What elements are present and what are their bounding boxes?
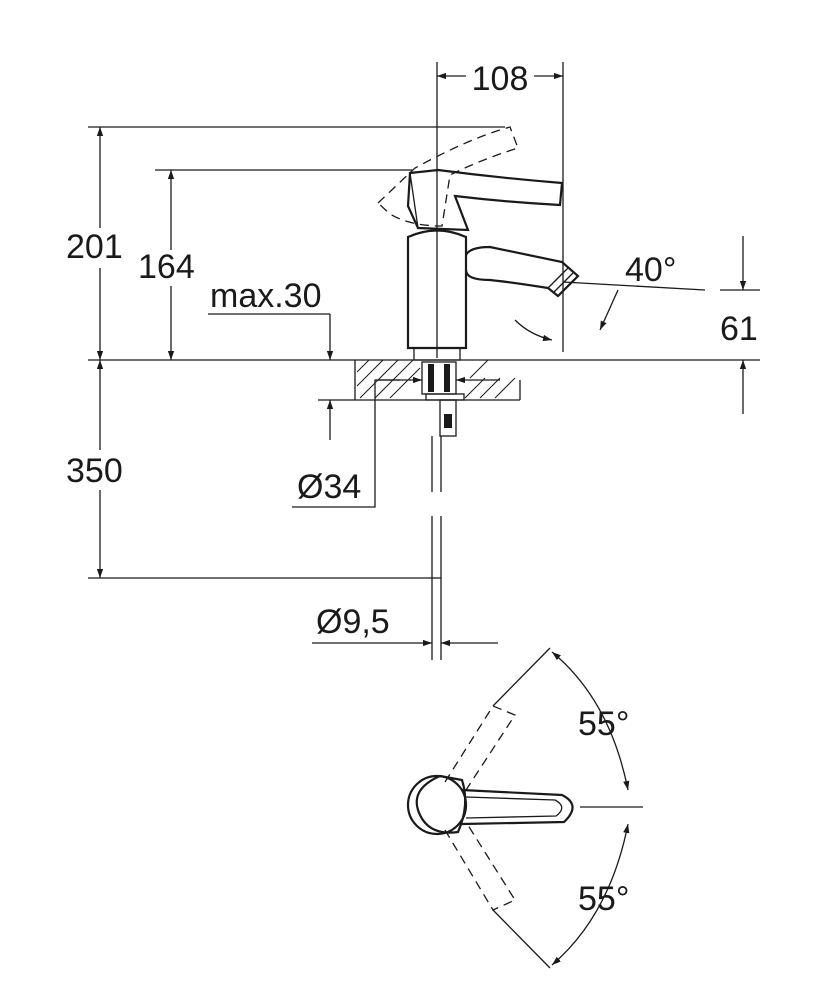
- dimension-width-top-label: 108: [472, 60, 529, 98]
- dimension-height-body: 164: [138, 169, 412, 360]
- dimension-width-top: 108: [436, 60, 564, 358]
- dimension-spout-angle: 40°: [514, 251, 706, 342]
- dimension-hose-length: 350: [66, 360, 432, 579]
- faucet-top-view: 55° 55°: [406, 647, 643, 969]
- dimension-max-thickness-label: max.30: [210, 277, 322, 315]
- dimension-hose-length-label: 350: [66, 452, 123, 490]
- dimension-height-body-label: 164: [138, 248, 195, 286]
- dimension-hose-diameter: Ø9,5: [312, 603, 498, 647]
- faucet-side-view: [377, 126, 580, 361]
- dimension-hose-diameter-label: Ø9,5: [316, 603, 390, 641]
- dimension-height-total: 201: [66, 126, 505, 360]
- swing-angle-lower-label: 55°: [578, 880, 629, 918]
- dimension-hole-diameter-label: Ø34: [297, 468, 361, 506]
- dimension-height-total-label: 201: [66, 228, 123, 266]
- dimension-hole-diameter: Ø34: [292, 376, 500, 508]
- dimension-spout-height: 61: [720, 236, 760, 414]
- dimension-max-thickness: max.30: [208, 277, 355, 440]
- dimension-spout-height-label: 61: [720, 310, 758, 348]
- swing-angle-upper-label: 55°: [578, 705, 629, 743]
- dimension-spout-angle-label: 40°: [625, 251, 676, 289]
- countertop-section: [354, 359, 521, 660]
